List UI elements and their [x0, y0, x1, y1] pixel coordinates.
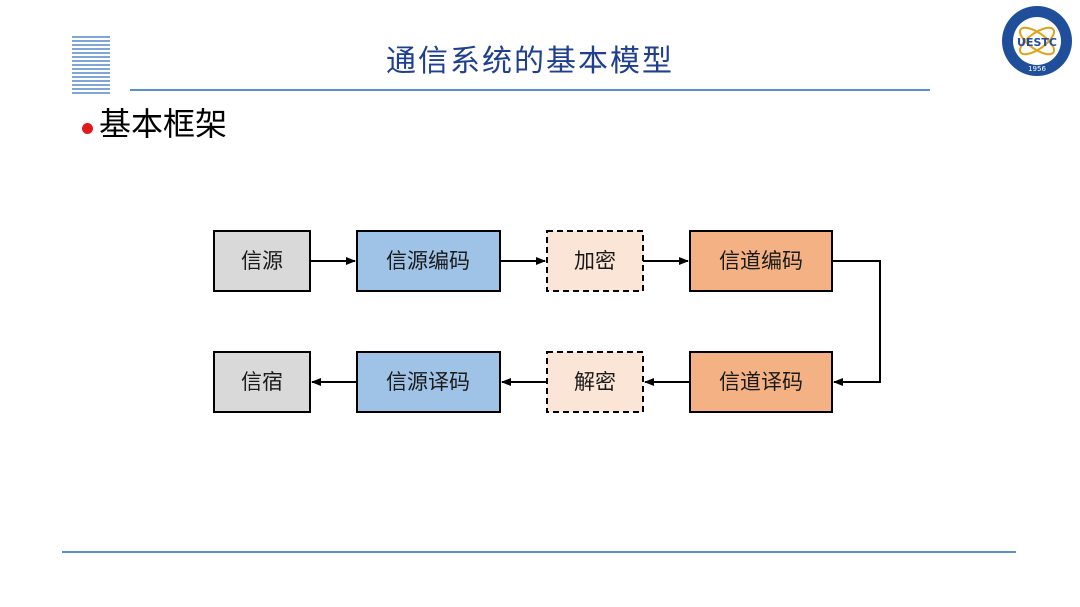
corner-stripes-decoration: [72, 36, 110, 94]
box-decryption-label: 解密: [574, 370, 616, 394]
box-channel-decoding-label: 信道译码: [719, 370, 803, 394]
box-source-decoding-label: 信源译码: [386, 370, 470, 394]
box-source-decoding: 信源译码: [356, 351, 501, 413]
box-source: 信源: [213, 230, 311, 292]
arrow-channel-loop: [832, 260, 881, 386]
bottom-divider: [62, 551, 1016, 553]
box-channel-encoding: 信道编码: [689, 230, 833, 292]
box-sink-label: 信宿: [241, 370, 283, 394]
bullet-dot-icon: [82, 122, 93, 134]
box-decryption: 解密: [546, 351, 644, 413]
box-channel-encoding-label: 信道编码: [719, 249, 803, 273]
title-divider: [130, 89, 930, 91]
box-channel-decoding: 信道译码: [689, 351, 833, 413]
university-logo: UESTC 1956: [1000, 4, 1074, 78]
box-encryption-label: 加密: [574, 249, 616, 273]
box-source-label: 信源: [241, 249, 283, 273]
bullet-item: 基本框架: [82, 104, 227, 144]
box-source-encoding: 信源编码: [356, 230, 501, 292]
bullet-text: 基本框架: [99, 105, 228, 143]
slide-title: 通信系统的基本模型: [386, 44, 674, 79]
box-encryption: 加密: [546, 230, 644, 292]
box-sink: 信宿: [213, 351, 311, 413]
logo-year: 1956: [1028, 65, 1046, 73]
box-source-encoding-label: 信源编码: [386, 249, 470, 273]
logo-text: UESTC: [1017, 36, 1057, 49]
